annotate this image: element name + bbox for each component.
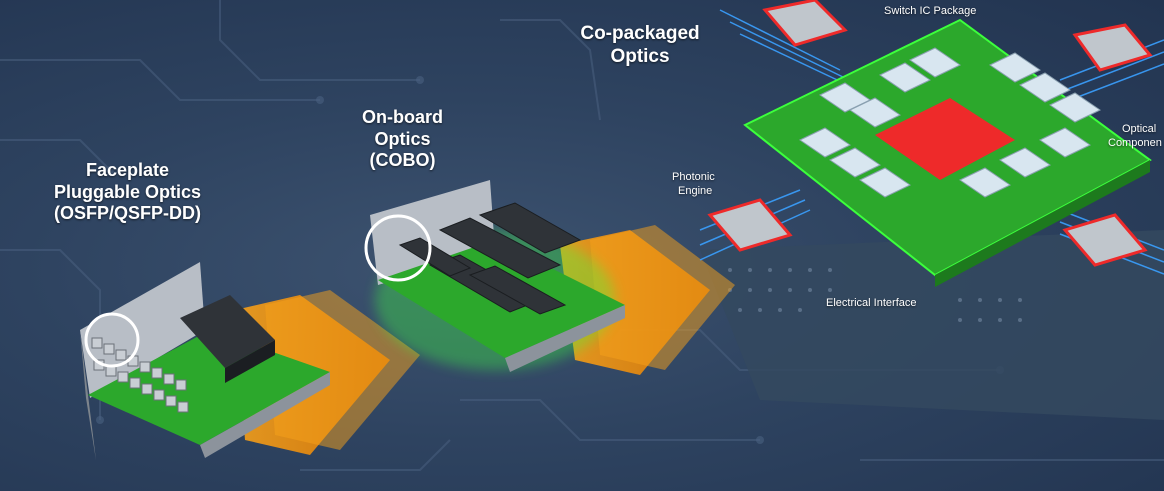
faceplate-label-line2: Pluggable Optics [53, 181, 202, 202]
photonic-engine-label: Photonic Engine [672, 170, 715, 199]
onboard-module [364, 180, 625, 372]
optical-components-line1: Optical [1122, 123, 1157, 135]
electrical-interface-label: Electrical Interface [826, 297, 917, 309]
electrical-interface-substrate [700, 230, 1164, 420]
onboard-label-line2: Optics [374, 128, 431, 149]
faceplate-label-line1: Faceplate [85, 160, 170, 180]
copackaged-assembly [699, 0, 1164, 287]
faceplate-highlight-circle [84, 312, 140, 368]
onboard-label: On-board Optics (COBO) [335, 107, 470, 172]
photonic-engine-line1: Photonic [672, 171, 715, 183]
faceplate-label-line3: (OSFP/QSFP-DD) [54, 203, 201, 224]
onboard-highlight-circle [364, 214, 432, 282]
photonic-engines [799, 47, 1101, 198]
copackaged-label: Co-packaged Optics [560, 23, 720, 69]
optical-components-line2: Componen [1108, 137, 1162, 150]
onboard-label-line3: (COBO) [369, 150, 436, 171]
switch-ic-chip [875, 98, 1015, 180]
switch-ic-package-label: Switch IC Package [884, 5, 977, 17]
onboard-label-line1: On-board [362, 107, 443, 127]
photonic-engine-line2: Engine [678, 185, 713, 198]
faceplate-module [80, 262, 330, 460]
copackaged-label-line1: Co-packaged [580, 23, 700, 44]
faceplate-label: Faceplate Pluggable Optics (OSFP/QSFP-DD… [30, 160, 225, 225]
copackaged-label-line2: Optics [610, 45, 670, 67]
optical-components-label: Optical Componen [1108, 122, 1162, 151]
optical-modules [707, 0, 1153, 267]
